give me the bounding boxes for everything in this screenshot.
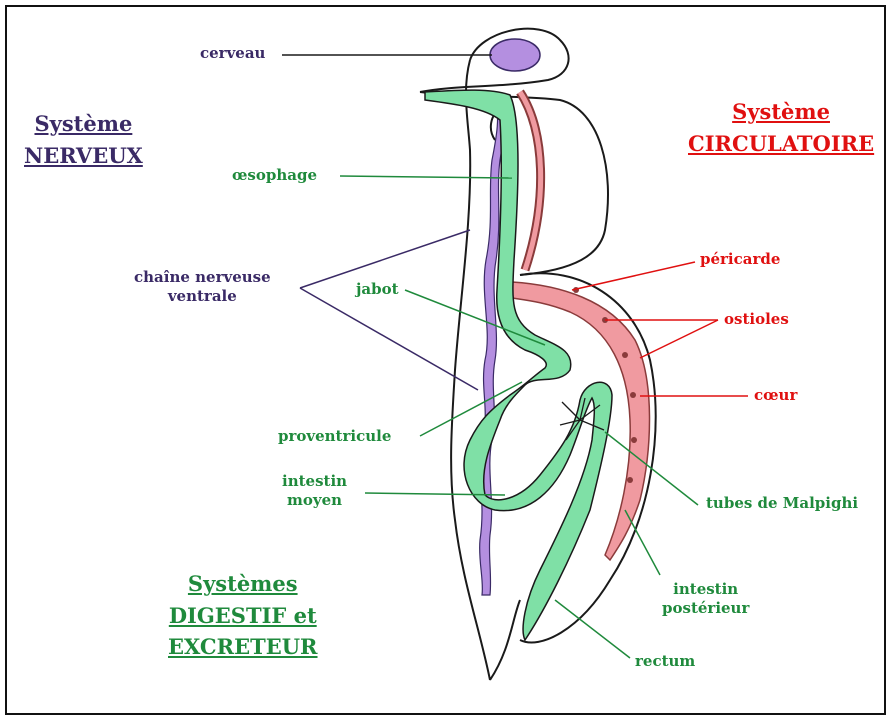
title-nerveux-line2: NERVEUX xyxy=(24,140,143,172)
label-intestin-posterieur: intestin postérieur xyxy=(662,580,749,618)
label-tubes-malpighi: tubes de Malpighi xyxy=(706,494,858,513)
label-intestin-post-line2: postérieur xyxy=(662,599,749,618)
title-nerveux: Système NERVEUX xyxy=(24,108,143,171)
title-digestif-line3: EXCRETEUR xyxy=(168,631,318,663)
label-pericarde: péricarde xyxy=(700,250,780,269)
label-chaine-line2: ventrale xyxy=(134,287,271,306)
label-cerveau: cerveau xyxy=(200,44,265,63)
title-digestif-line1: Systèmes xyxy=(168,568,318,600)
title-digestif: Systèmes DIGESTIF et EXCRETEUR xyxy=(168,568,318,663)
brain xyxy=(490,39,540,71)
label-intestin-moyen-line2: moyen xyxy=(282,491,347,510)
label-chaine-nerveuse: chaîne nerveuse ventrale xyxy=(134,268,271,306)
label-jabot: jabot xyxy=(356,280,399,299)
title-circulatoire: Système CIRCULATOIRE xyxy=(688,96,874,159)
label-rectum: rectum xyxy=(635,652,695,671)
label-oesophage: œsophage xyxy=(232,166,317,185)
label-intestin-post-line1: intestin xyxy=(662,580,749,599)
label-ostioles: ostioles xyxy=(724,310,789,329)
label-intestin-moyen-line1: intestin xyxy=(282,472,347,491)
label-proventricule: proventricule xyxy=(278,427,391,446)
title-circulatoire-line1: Système xyxy=(688,96,874,128)
label-chaine-line1: chaîne nerveuse xyxy=(134,268,271,287)
title-circulatoire-line2: CIRCULATOIRE xyxy=(688,128,874,160)
title-digestif-line2: DIGESTIF et xyxy=(168,600,318,632)
digestive-tract xyxy=(425,90,612,640)
title-nerveux-line1: Système xyxy=(24,108,143,140)
label-coeur: cœur xyxy=(754,386,797,405)
label-intestin-moyen: intestin moyen xyxy=(282,472,347,510)
